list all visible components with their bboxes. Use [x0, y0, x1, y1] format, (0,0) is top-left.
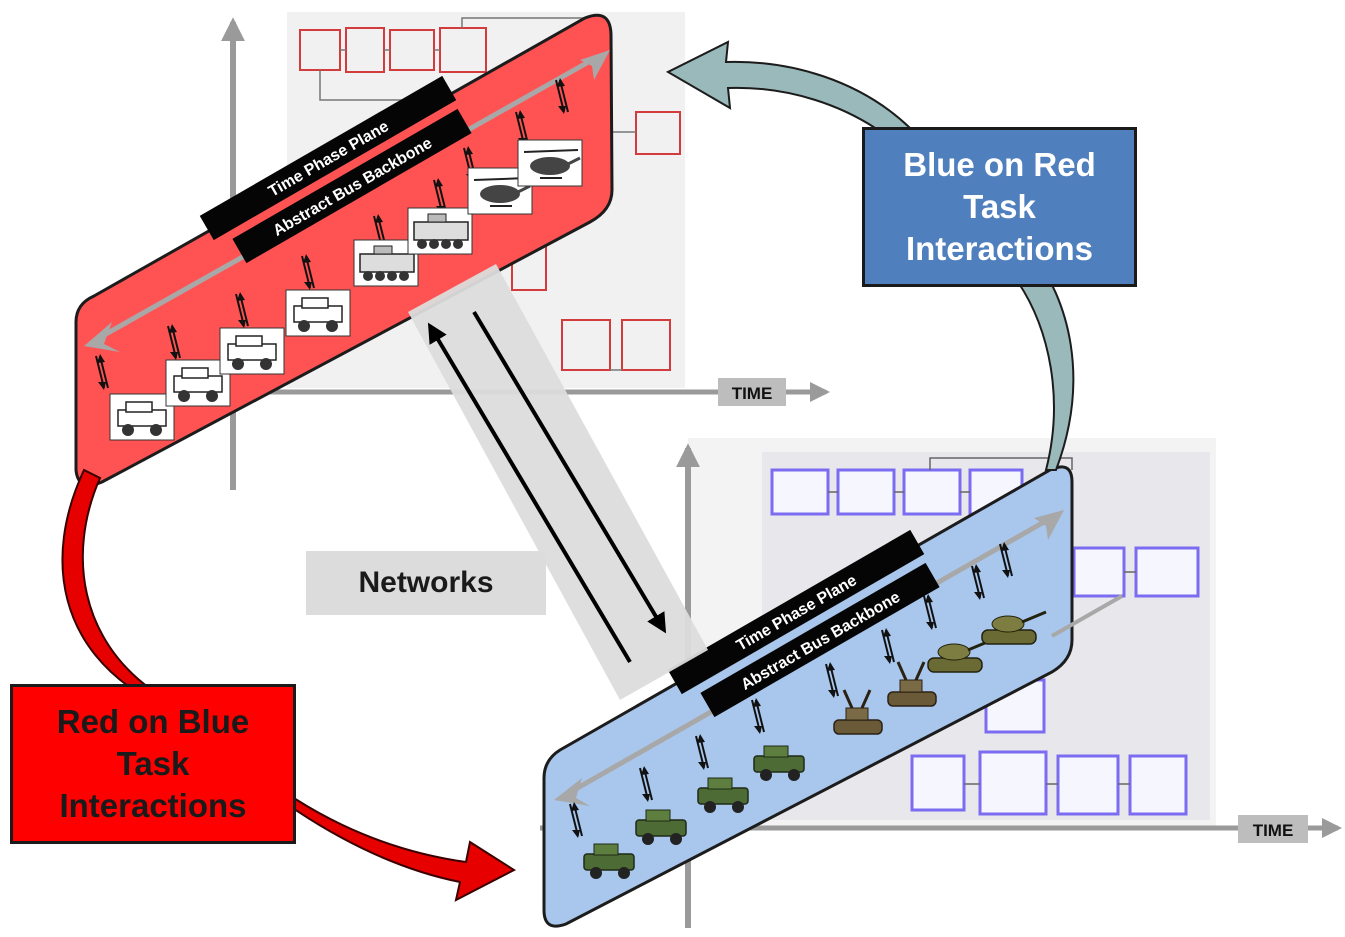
- network-band: [408, 264, 708, 700]
- lower-vehicle-battle-tank: [981, 610, 1047, 645]
- lower-arrow-pair: [881, 628, 895, 664]
- upper-vehicle-humvee: [165, 359, 231, 407]
- upper-vehicle-stryker: [407, 207, 473, 255]
- red-on-blue-label: Red on Blue Task Interactions: [10, 684, 296, 844]
- teal-curve-top: [665, 40, 912, 142]
- lower-arrow-pair: [751, 698, 765, 734]
- lower-time-label: TIME: [1253, 821, 1294, 840]
- red-on-blue-arrow: [61, 468, 517, 902]
- upper-figure: TIME Time Phase Plane Abstract Bus Backb…: [74, 12, 830, 490]
- upper-vehicle-humvee: [109, 393, 175, 441]
- lower-vehicle-camo-humvee: [583, 843, 635, 879]
- upper-arrow-pair: [95, 354, 109, 390]
- upper-arrow-pair: [555, 78, 569, 114]
- lower-vehicle-anti-air-tank: [887, 661, 937, 707]
- lower-interaction-arrows: [569, 542, 1013, 838]
- networks-label: Networks: [306, 551, 546, 615]
- lower-vehicles: [583, 610, 1047, 879]
- upper-bus-arrow-head-right: [580, 50, 610, 80]
- blue-on-red-label: Blue on Red Task Interactions: [862, 127, 1137, 287]
- upper-time-label-bg: [718, 378, 786, 406]
- red-curve: [61, 468, 517, 902]
- upper-vehicle-helicopter: [517, 139, 583, 187]
- lower-vehicle-camo-humvee: [753, 745, 805, 781]
- network-arrow-down: [472, 310, 667, 634]
- lower-bus-arrow-head-left: [554, 778, 590, 806]
- lower-arrow-pair: [971, 564, 985, 600]
- lower-figure: TIME Time Phase Plane Abstract Bus Backb…: [540, 438, 1342, 928]
- lower-vehicle-camo-humvee: [635, 809, 687, 845]
- lower-time-label-bg: [1238, 815, 1308, 843]
- lower-vehicle-camo-humvee: [697, 777, 749, 813]
- upper-vehicle-humvee: [285, 289, 351, 337]
- upper-bus-arrow-head-left: [84, 322, 120, 352]
- upper-vehicle-humvee: [219, 327, 285, 375]
- lower-vehicle-anti-air-tank: [833, 689, 883, 735]
- upper-vehicles: [109, 139, 583, 441]
- upper-vehicle-stryker: [353, 239, 419, 287]
- lower-arrow-pair: [999, 542, 1013, 578]
- lower-arrow-pair: [825, 662, 839, 698]
- upper-arrow-pair: [167, 324, 181, 360]
- upper-arrow-pair: [301, 254, 315, 290]
- lower-vehicle-battle-tank: [927, 638, 993, 673]
- network-link: [408, 264, 708, 700]
- lower-flowchart-links: [828, 457, 1136, 785]
- upper-time-label: TIME: [732, 384, 773, 403]
- upper-interaction-arrows: [95, 78, 569, 390]
- blue-on-red-arrow: [665, 40, 1075, 471]
- lower-arrow-pair: [695, 734, 709, 770]
- lower-arrow-pair: [639, 766, 653, 802]
- lower-bus-arrow-head-right: [1034, 510, 1064, 540]
- upper-arrow-pair: [235, 292, 249, 328]
- lower-arrow-pair: [569, 802, 583, 838]
- lower-arrow-pair: [923, 594, 937, 630]
- network-arrow-up: [427, 322, 632, 664]
- lower-time-sweep-arrow: [1051, 594, 1123, 638]
